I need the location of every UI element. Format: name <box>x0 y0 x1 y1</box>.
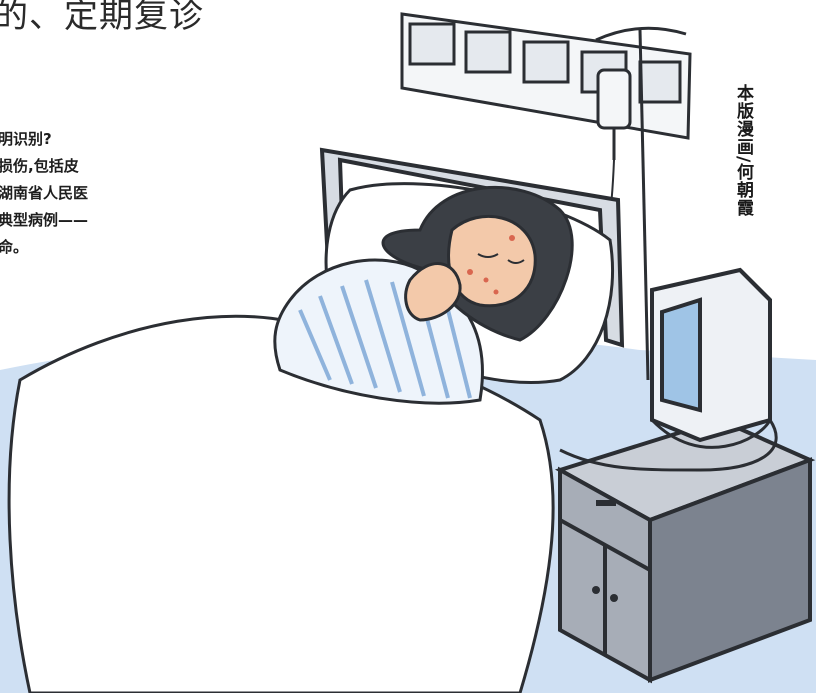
article-body: 明识别? 损伤,包括皮 湖南省人民医 典型病例—— 命。 <box>0 126 138 261</box>
blanket <box>7 314 555 693</box>
vital-signs-monitor <box>559 267 778 472</box>
body-line-1: 明识别? <box>0 130 52 148</box>
body-line-2: 损伤,包括皮 <box>0 157 79 175</box>
wall-panel <box>400 12 692 140</box>
body-line-3: 湖南省人民医 <box>0 184 89 202</box>
body-line-4: 典型病例—— <box>0 211 89 229</box>
illustration-credit: 本版漫画/何朝霞 <box>733 84 753 218</box>
headline-fragment: 的、定期复诊 <box>0 0 204 36</box>
patient <box>273 185 574 405</box>
body-line-5: 命。 <box>0 238 29 256</box>
